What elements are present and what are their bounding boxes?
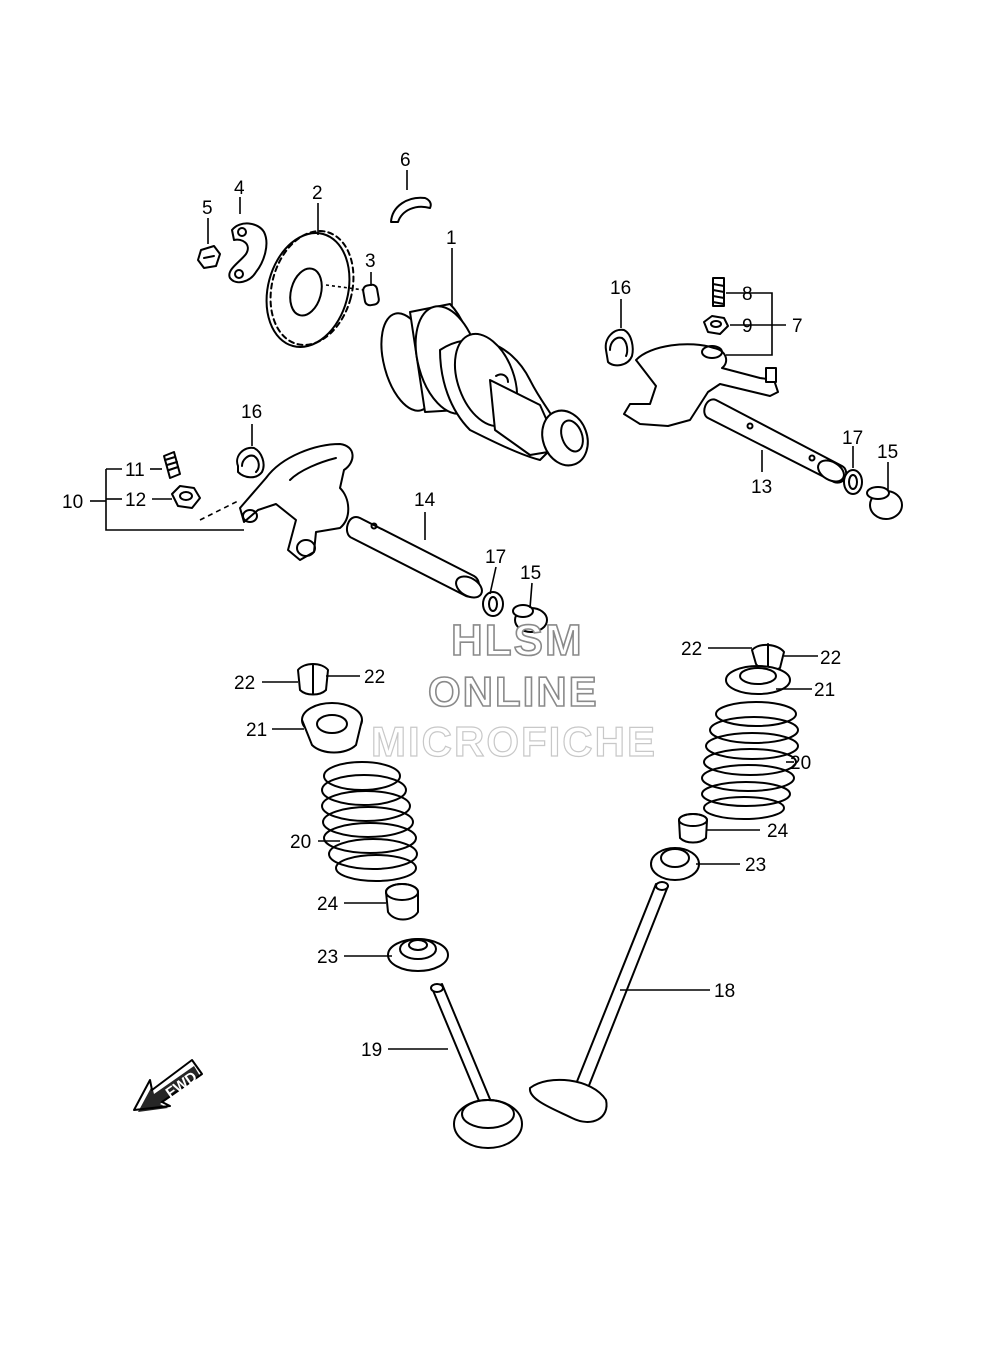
- label-22-right-b: 22: [820, 648, 841, 669]
- label-21-left: 21: [246, 720, 267, 741]
- rocker-shaft-left-part: [345, 516, 483, 599]
- nut-left-part: [171, 485, 241, 521]
- plug-right-part: [866, 486, 903, 520]
- washer-right-part: [843, 469, 863, 495]
- label-17-right: 17: [842, 428, 863, 449]
- clip-part: [390, 196, 432, 223]
- rocker-arm-right-part: [623, 343, 779, 427]
- retainer-left-part: [301, 702, 363, 754]
- plug-left-part: [512, 604, 548, 633]
- callout-labels: 6 4 2 5 1 3 16 8 9 7 16 17 15 11 13 12 1…: [62, 150, 898, 1061]
- spring-left-part: [321, 761, 418, 882]
- label-23-right: 23: [745, 855, 766, 876]
- adjusting-screw-right-part: [712, 277, 725, 307]
- label-16-left: 16: [241, 402, 262, 423]
- label-23-left: 23: [317, 947, 338, 968]
- label-16-right: 16: [610, 278, 631, 299]
- spring-seat-left-part: [387, 938, 449, 972]
- bolt-part: [197, 245, 221, 269]
- label-18: 18: [714, 981, 735, 1002]
- label-9: 9: [742, 316, 753, 337]
- label-7: 7: [792, 316, 803, 337]
- label-15-right: 15: [877, 442, 898, 463]
- leader-lines: [90, 170, 889, 1050]
- label-5: 5: [202, 198, 213, 219]
- label-4: 4: [234, 178, 245, 199]
- label-8: 8: [742, 284, 753, 305]
- label-10: 10: [62, 492, 83, 513]
- label-21-right: 21: [814, 680, 835, 701]
- label-13: 13: [751, 477, 772, 498]
- stem-seal-left-part: [385, 883, 419, 921]
- label-22-left-a: 22: [234, 673, 255, 694]
- label-19: 19: [361, 1040, 382, 1061]
- nut-right-part: [703, 315, 729, 335]
- forward-arrow-icon: FWD: [133, 1059, 203, 1112]
- label-3: 3: [365, 251, 376, 272]
- label-20-left: 20: [290, 832, 311, 853]
- cotter-left-part: [297, 663, 329, 696]
- spring-right-part: [701, 701, 799, 820]
- label-17-left: 17: [485, 547, 506, 568]
- sprocket-part: [265, 230, 355, 348]
- label-2: 2: [312, 183, 323, 204]
- spring-seat-right-part: [650, 847, 700, 881]
- retainer-plate-part: [228, 222, 268, 284]
- valve-exhaust-part: [529, 881, 669, 1123]
- watermark-line-2: ONLINE: [427, 667, 599, 716]
- valve-intake-part: [430, 983, 523, 1149]
- label-24-right: 24: [767, 821, 789, 842]
- label-22-right-a: 22: [681, 639, 702, 660]
- watermark-line-3: MICROFICHE: [370, 717, 657, 765]
- label-11: 11: [125, 460, 145, 481]
- o-ring-right-part: [604, 328, 634, 367]
- label-14: 14: [414, 490, 436, 511]
- label-6: 6: [400, 150, 411, 171]
- rocker-arm-left-part: [239, 443, 354, 561]
- label-24-left: 24: [317, 894, 339, 915]
- o-ring-left-part: [236, 446, 265, 479]
- retainer-right-part: [725, 665, 791, 695]
- label-12: 12: [125, 490, 146, 511]
- label-22-left-b: 22: [364, 667, 385, 688]
- label-20-right: 20: [790, 753, 811, 774]
- adjusting-screw-left-part: [163, 451, 181, 479]
- label-15-left: 15: [520, 563, 541, 584]
- rocker-shaft-right-part: [703, 398, 848, 484]
- dowel-pin-part: [325, 283, 380, 307]
- stem-seal-right-part: [678, 813, 708, 844]
- camshaft-part: [380, 303, 589, 467]
- watermark-line-1: HLSM: [450, 615, 584, 666]
- label-1: 1: [446, 228, 457, 249]
- washer-left-part: [482, 591, 504, 617]
